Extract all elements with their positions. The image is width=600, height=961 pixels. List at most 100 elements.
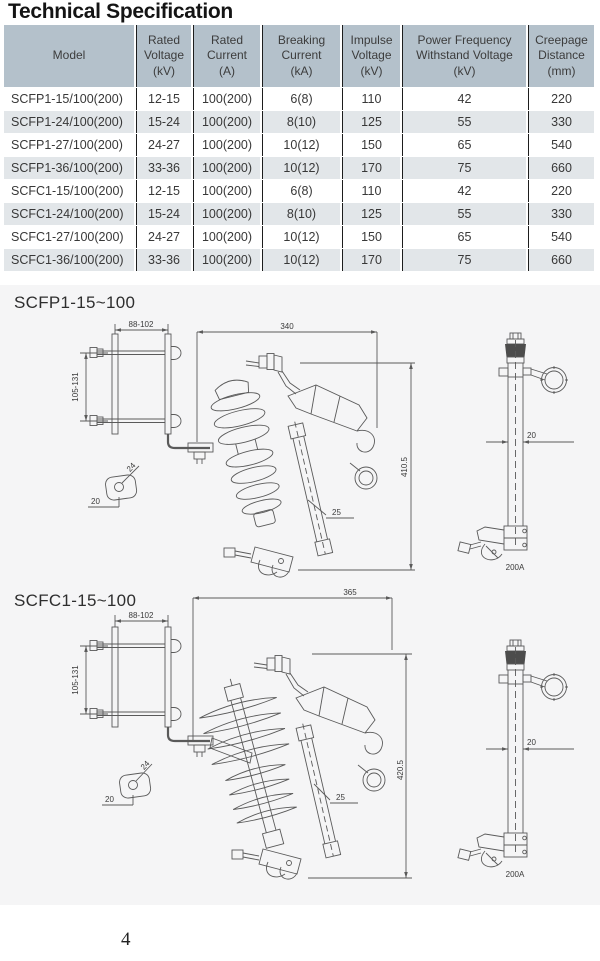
table-cell: 660 xyxy=(528,249,594,271)
table-cell: 150 xyxy=(342,134,400,156)
table-row: SCFC1-36/100(200) 33-36 100(200) 10(12) … xyxy=(4,249,594,271)
lifting-ring xyxy=(349,462,378,490)
dim-detail-hole-label: 24 xyxy=(139,759,152,772)
table-cell: 15-24 xyxy=(136,203,191,225)
fuse-tube xyxy=(287,421,334,557)
dim-bracket-height-label: 105-131 xyxy=(71,372,80,402)
tube-dim-lines xyxy=(486,440,574,444)
header-model: Model xyxy=(4,25,134,87)
dim-bracket-height-lines xyxy=(80,352,108,422)
upper-housing xyxy=(287,384,375,453)
dim-tube-label: 25 xyxy=(332,508,341,517)
table-cell: SCFC1-36/100(200) xyxy=(4,249,134,271)
table-cell: 24-27 xyxy=(136,226,191,248)
table-cell: 170 xyxy=(342,157,400,179)
table-cell: SCFC1-15/100(200) xyxy=(4,180,134,202)
table-row: SCFP1-27/100(200) 24-27 100(200) 10(12) … xyxy=(4,134,594,156)
table-cell: 10(12) xyxy=(262,249,340,271)
scfc1-drawing-title: SCFC1-15~100 xyxy=(14,591,137,610)
table-row: SCFP1-24/100(200) 15-24 100(200) 8(10) 1… xyxy=(4,111,594,133)
table-cell: 330 xyxy=(528,111,594,133)
table-cell: 540 xyxy=(528,226,594,248)
drawings-section: SCFP1-15~100 xyxy=(0,285,600,905)
tube-dim-width-label: 20 xyxy=(527,738,536,747)
dim-tube-leader xyxy=(313,783,358,804)
table-cell: 220 xyxy=(528,180,594,202)
drop-hook xyxy=(356,429,375,453)
table-cell: 15-24 xyxy=(136,111,191,133)
page-title: Technical Specification xyxy=(8,0,233,23)
table-cell: 75 xyxy=(402,249,526,271)
tube-body xyxy=(498,340,532,548)
table-row: SCFC1-24/100(200) 15-24 100(200) 8(10) 1… xyxy=(4,203,594,225)
header-impulse-voltage: Impulse Voltage (kV) xyxy=(342,25,400,87)
dim-overall-height-lines xyxy=(308,653,412,879)
table-cell: 125 xyxy=(342,203,400,225)
table-cell: 100(200) xyxy=(193,203,260,225)
tube-lifting-ring xyxy=(530,366,568,394)
tube-lifting-ring xyxy=(530,673,568,701)
dim-bracket-width-label: 88-102 xyxy=(129,320,154,329)
dim-tube-label: 25 xyxy=(336,793,345,802)
table-row: SCFC1-15/100(200) 12-15 100(200) 6(8) 11… xyxy=(4,180,594,202)
dim-tube-leader xyxy=(307,499,354,519)
dim-overall-height-lines xyxy=(298,362,415,571)
scfc1-fuse-tube-drawing: 20 200A xyxy=(457,639,574,879)
table-cell: 100(200) xyxy=(193,249,260,271)
tube-top-cap xyxy=(505,639,526,671)
table-cell: 65 xyxy=(402,226,526,248)
polymer-insulator xyxy=(199,678,297,849)
table-cell: 75 xyxy=(402,157,526,179)
tube-dim-width-label: 20 xyxy=(527,431,536,440)
table-cell: 100(200) xyxy=(193,134,260,156)
table-cell: 540 xyxy=(528,134,594,156)
table-cell: 110 xyxy=(342,180,400,202)
table-cell: 100(200) xyxy=(193,226,260,248)
table-cell: 12-15 xyxy=(136,88,191,110)
table-cell: 33-36 xyxy=(136,249,191,271)
dim-overall-width-lines xyxy=(196,330,378,442)
table-cell: 65 xyxy=(402,134,526,156)
lifting-ring xyxy=(357,764,386,792)
header-breaking-current: Breaking Current (kA) xyxy=(262,25,340,87)
dim-overall-height-label: 410.5 xyxy=(400,456,409,477)
table-cell: 170 xyxy=(342,249,400,271)
table-cell: 24-27 xyxy=(136,134,191,156)
middle-band xyxy=(209,737,253,764)
fuse-tube xyxy=(295,723,342,859)
dim-bracket-width-lines xyxy=(114,324,169,334)
dim-overall-width-lines xyxy=(192,596,393,740)
table-cell: 8(10) xyxy=(262,203,340,225)
porcelain-insulator xyxy=(210,379,282,528)
table-cell: SCFC1-24/100(200) xyxy=(4,203,134,225)
table-cell: SCFP1-36/100(200) xyxy=(4,157,134,179)
table-cell: 330 xyxy=(528,203,594,225)
table-cell: 100(200) xyxy=(193,157,260,179)
table-cell: SCFC1-27/100(200) xyxy=(4,226,134,248)
dim-bracket-height-lines xyxy=(80,645,108,715)
tube-rating-label: 200A xyxy=(506,563,525,572)
table-cell: 55 xyxy=(402,111,526,133)
table-cell: 42 xyxy=(402,88,526,110)
dim-bracket-height-label: 105-131 xyxy=(71,665,80,695)
table-row: SCFP1-15/100(200) 12-15 100(200) 6(8) 11… xyxy=(4,88,594,110)
tube-body xyxy=(498,647,532,855)
table-cell: SCFP1-27/100(200) xyxy=(4,134,134,156)
tube-lower-hinge xyxy=(457,832,528,868)
upper-terminal xyxy=(245,353,301,395)
table-cell: 12-15 xyxy=(136,180,191,202)
mounting-bracket xyxy=(89,626,214,757)
header-creepage: Creepage Distance (mm) xyxy=(528,25,594,87)
scfp1-front-drawing: 88-102 105-131 340 410.5 25 24 20 xyxy=(71,320,415,578)
tube-top-cap xyxy=(505,332,526,364)
table-cell: SCFP1-24/100(200) xyxy=(4,111,134,133)
tube-dim-lines xyxy=(486,747,574,751)
table-cell: 100(200) xyxy=(193,180,260,202)
table-cell: 10(12) xyxy=(262,226,340,248)
table-cell: 660 xyxy=(528,157,594,179)
table-cell: 110 xyxy=(342,88,400,110)
table-cell: 100(200) xyxy=(193,88,260,110)
header-rated-voltage: Rated Voltage (kV) xyxy=(136,25,191,87)
table-cell: 42 xyxy=(402,180,526,202)
